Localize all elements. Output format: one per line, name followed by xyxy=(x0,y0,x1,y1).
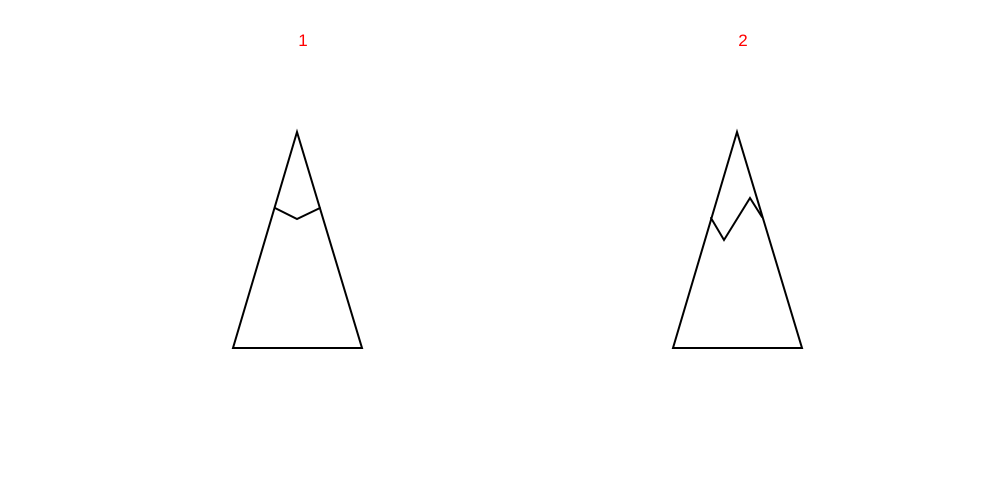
mountain-1-snow-line xyxy=(274,207,321,221)
mountain-2-snow-line xyxy=(710,196,763,242)
figure-1: 1 xyxy=(231,31,364,349)
figure-2: 2 xyxy=(440,0,940,500)
mountain-1-outline xyxy=(231,128,364,349)
figure-2-label: 2 xyxy=(738,31,748,50)
mountain-1-drawing xyxy=(231,128,364,349)
figure-1-label: 1 xyxy=(298,31,308,50)
mountain-2-drawing xyxy=(671,128,804,349)
mountain-2-outline xyxy=(671,128,804,349)
